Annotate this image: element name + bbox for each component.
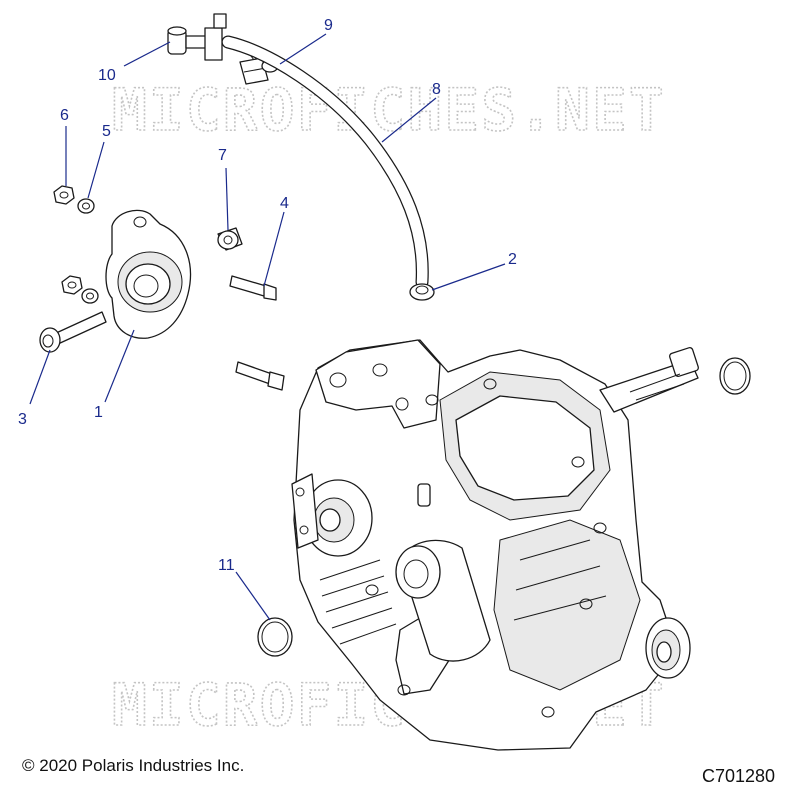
leader-lines [29, 33, 506, 621]
callout-11: 11 [218, 557, 235, 574]
diagram-code: C701280 [702, 766, 776, 786]
part-bolt-loose [235, 361, 285, 391]
watermark-top: MICROFICHES.NET [112, 76, 666, 144]
part-nut-top [53, 185, 75, 205]
callout-7: 7 [218, 147, 227, 164]
part-bolt-hex [229, 275, 277, 301]
part-sensor-cover [105, 209, 192, 339]
callout-8: 8 [432, 81, 441, 98]
part-bolt-flanged [39, 311, 107, 353]
callout-10: 10 [98, 67, 116, 84]
part-breather-hose [221, 35, 429, 289]
part-washer-top [77, 198, 95, 214]
callout-4: 4 [280, 195, 289, 212]
callout-9: 9 [324, 17, 333, 34]
part-vent-fitting [167, 13, 259, 67]
callout-6: 6 [60, 107, 69, 124]
part-grommet [217, 227, 243, 251]
part-transmission-case [291, 339, 699, 751]
part-o-ring-upper [719, 357, 751, 395]
callout-1: 1 [94, 404, 103, 421]
copyright-notice: © 2020 Polaris Industries Inc. [22, 756, 245, 775]
part-washer-lower [81, 288, 99, 304]
callout-5: 5 [102, 123, 111, 140]
callout-3: 3 [18, 411, 27, 428]
part-o-ring-lower [257, 617, 293, 657]
part-hose-clamp [409, 283, 435, 301]
callout-2: 2 [508, 251, 517, 268]
part-nut-lower [61, 275, 83, 295]
